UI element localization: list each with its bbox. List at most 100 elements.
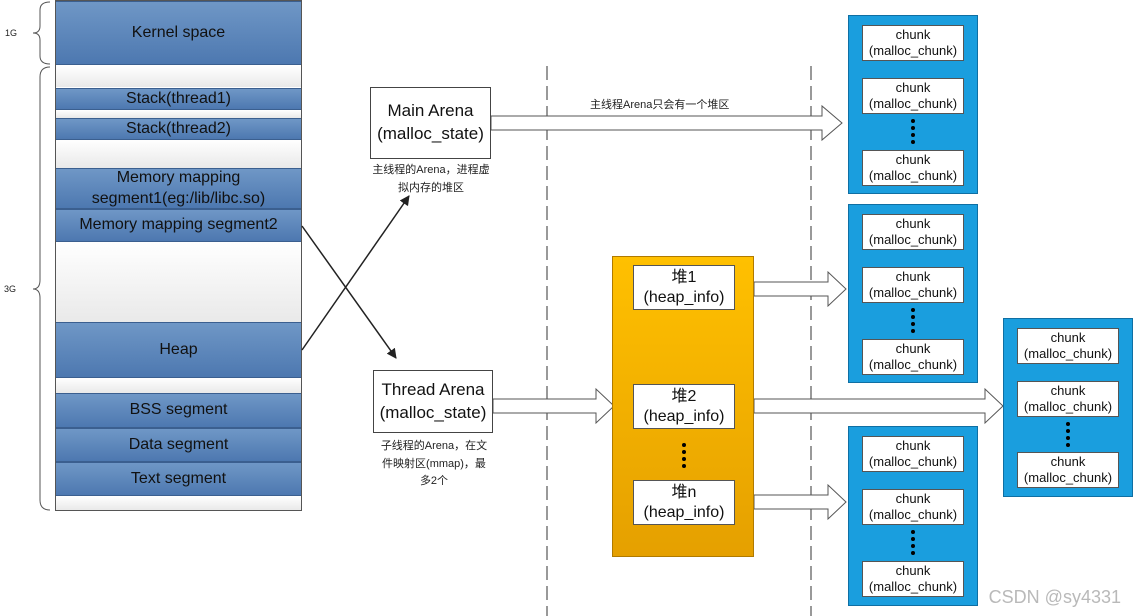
heap-info-box-1: 堆1 (heap_info) (633, 265, 735, 310)
watermark: CSDN @sy4331 (988, 587, 1121, 607)
chunk-ellipsis (1065, 422, 1071, 450)
chunk-type-label: (malloc_chunk) (868, 285, 958, 300)
bss-segment: BSS segment (56, 393, 301, 428)
chunk-box: chunk(malloc_chunk) (862, 150, 964, 186)
chunk-label: chunk (895, 79, 931, 95)
chunk-type-label: (malloc_chunk) (868, 507, 958, 522)
chunk-box: chunk(malloc_chunk) (1017, 452, 1119, 488)
mmap-to-thread-arena-arrow (301, 225, 397, 359)
heap-info-n-title: 堆n (671, 483, 697, 501)
data-segment: Data segment (56, 428, 301, 462)
thread-arena-block-arrow (492, 387, 615, 425)
chunk-label: chunk (895, 437, 931, 453)
chunk-type-label: (malloc_chunk) (868, 579, 958, 594)
heap-info-2-title: 堆2 (671, 387, 697, 405)
mmap-segment1-label-line2: segment1(eg:/lib/libc.so) (91, 189, 266, 207)
heap-info-2-subtitle: (heap_info) (643, 407, 725, 425)
main-arena-note-line1: 主线程的Arena，进程虚 (372, 164, 490, 176)
chunk-label: chunk (895, 340, 931, 356)
kernel-space-label: Kernel space (131, 23, 226, 41)
heapn-block-arrow (753, 483, 847, 521)
main-arena-arrow-label: 主线程Arena只会有一个堆区 (590, 99, 730, 111)
stack-thread1-segment: Stack(thread1) (56, 88, 301, 110)
chunk-label: chunk (1050, 329, 1086, 345)
mmap-segment2-label: Memory mapping segment2 (79, 216, 278, 234)
gap-segment (56, 110, 301, 118)
heap1-block-arrow (753, 270, 847, 308)
chunk-box: chunk(malloc_chunk) (862, 78, 964, 114)
chunk-box: chunk(malloc_chunk) (862, 561, 964, 597)
brace-3g (32, 66, 51, 511)
memory-layout-frame (55, 0, 302, 511)
stack-thread2-segment: Stack(thread2) (56, 118, 301, 140)
chunk-label: chunk (1050, 382, 1086, 398)
chunk-type-label: (malloc_chunk) (868, 168, 958, 183)
data-segment-label: Data segment (128, 435, 229, 453)
chunk-type-label: (malloc_chunk) (1023, 346, 1113, 361)
chunk-label: chunk (895, 215, 931, 231)
chunk-box: chunk(malloc_chunk) (1017, 381, 1119, 417)
kernel-space-segment: Kernel space (56, 1, 301, 65)
thread-arena-note-line3: 多2个 (419, 475, 449, 488)
thread-arena-note-line1: 子线程的Arena，在文 (380, 440, 488, 452)
mmap-segment2: Memory mapping segment2 (56, 209, 301, 242)
heap-to-main-arena-arrow (301, 195, 410, 351)
main-arena-note-line2: 拟内存的堆区 (398, 181, 464, 194)
chunk-label: chunk (895, 26, 931, 42)
bss-segment-label: BSS segment (129, 401, 228, 419)
stack-thread2-label: Stack(thread2) (126, 119, 231, 137)
gap-segment (56, 140, 301, 168)
chunk-type-label: (malloc_chunk) (868, 357, 958, 372)
heap-segment-label: Heap (159, 340, 198, 358)
main-arena-box: Main Arena (malloc_state) (370, 87, 491, 159)
chunk-box: chunk(malloc_chunk) (1017, 328, 1119, 364)
chunk-type-label: (malloc_chunk) (1023, 470, 1113, 485)
chunk-box: chunk(malloc_chunk) (862, 436, 964, 472)
text-segment-label: Text segment (130, 469, 227, 487)
chunk-box: chunk(malloc_chunk) (862, 489, 964, 525)
gap-segment (56, 66, 301, 87)
heap-segment: Heap (56, 322, 301, 378)
chunk-label: chunk (1050, 453, 1086, 469)
mmap-segment1-label-line1: Memory mapping (116, 168, 241, 186)
stack-thread1-label: Stack(thread1) (126, 89, 231, 107)
chunk-box: chunk(malloc_chunk) (862, 25, 964, 61)
main-arena-note: 主线程的Arena，进程虚 拟内存的堆区 (356, 162, 506, 197)
chunk-box: chunk(malloc_chunk) (862, 214, 964, 250)
chunk-box: chunk(malloc_chunk) (862, 267, 964, 303)
thread-arena-box: Thread Arena (malloc_state) (373, 370, 493, 433)
chunk-ellipsis (910, 119, 916, 147)
chunk-type-label: (malloc_chunk) (868, 96, 958, 111)
chunk-label: chunk (895, 268, 931, 284)
heap-info-1-title: 堆1 (671, 268, 697, 286)
chunk-type-label: (malloc_chunk) (1023, 399, 1113, 414)
chunk-label: chunk (895, 490, 931, 506)
label-3g: 3G (4, 284, 17, 294)
main-arena-title: Main Arena (387, 101, 474, 121)
heap2-block-arrow (753, 387, 1004, 425)
heap-info-box-n: 堆n (heap_info) (633, 480, 735, 525)
thread-arena-note: 子线程的Arena，在文 件映射区(mmap)，最 多2个 (364, 438, 504, 491)
heap-info-box-2: 堆2 (heap_info) (633, 384, 735, 429)
heap-info-n-subtitle: (heap_info) (643, 503, 725, 521)
mmap-segment1: Memory mapping segment1(eg:/lib/libc.so) (56, 168, 301, 209)
heap-info-1-subtitle: (heap_info) (643, 288, 725, 306)
gap-segment (56, 378, 301, 393)
chunk-ellipsis (910, 530, 916, 558)
chunk-type-label: (malloc_chunk) (868, 232, 958, 247)
chunk-ellipsis (910, 308, 916, 336)
main-arena-subtitle: (malloc_state) (377, 124, 484, 143)
brace-1g (32, 1, 51, 65)
thread-arena-title: Thread Arena (381, 379, 485, 399)
heap-ellipsis (681, 443, 687, 471)
label-1g: 1G (5, 28, 18, 38)
gap-segment (56, 242, 301, 322)
chunk-label: chunk (895, 151, 931, 167)
main-arena-block-arrow (490, 104, 843, 142)
text-segment: Text segment (56, 462, 301, 496)
chunk-type-label: (malloc_chunk) (868, 454, 958, 469)
gap-segment (56, 496, 301, 510)
chunk-label: chunk (895, 562, 931, 578)
thread-arena-subtitle: (malloc_state) (379, 402, 487, 422)
